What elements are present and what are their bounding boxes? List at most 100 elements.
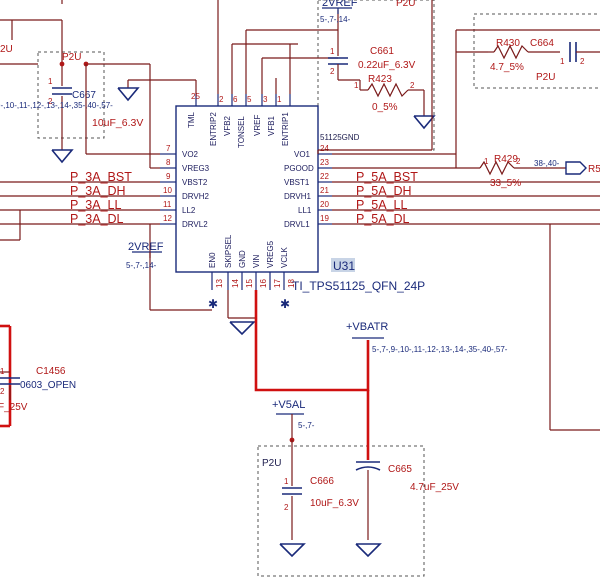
vref-top-label: 2VREF (322, 0, 358, 9)
pin-num-24: 24 (320, 144, 329, 153)
pin-name-vclk: VCLK (280, 246, 289, 268)
net-p3a-dl: P_3A_DL (70, 212, 124, 226)
c666-value: 10uF_6.3V (310, 498, 359, 509)
ic-reference: U31 (333, 259, 355, 273)
p2u-bottom-label: P2U (262, 458, 281, 469)
p2u-top-cut: P2U (396, 0, 415, 9)
pin-num-10: 10 (163, 186, 172, 195)
output-port-arrow (565, 161, 587, 175)
pin-name-ll2: LL2 (182, 206, 196, 215)
r430-value: 4.7_5% (490, 62, 524, 73)
pin-name-vref: VREF (253, 115, 262, 136)
pin-name-drvl2: DRVL2 (182, 220, 208, 229)
pin-num-12: 12 (163, 214, 172, 223)
right-net-wires (332, 153, 600, 431)
vref-mid-label: 2VREF (128, 241, 164, 253)
ic-u31-body (175, 105, 319, 273)
c665-value: 4.7uF_25V (410, 482, 459, 493)
pin-name-vo2: VO2 (182, 150, 199, 159)
c664-box-label: P2U (536, 72, 555, 83)
no-connect-en0: ✱ (208, 297, 218, 311)
c664-pin2: 2 (580, 57, 585, 66)
r423-ref: R423 (368, 74, 392, 85)
right-net-labels: P_5A_BST P_5A_DH P_5A_LL P_5A_DL (356, 170, 418, 226)
pin-num-22: 22 (320, 172, 329, 181)
r429-ref: R429 (494, 154, 518, 165)
ground-ic (227, 290, 256, 336)
bottom-pin-numbers: 13 14 15 16 17 18 (215, 279, 296, 288)
r429-value: 33_5% (490, 178, 521, 189)
power-traces (0, 290, 370, 460)
capacitor-c667: P2U C667 1 2 10uF_6.3V (48, 52, 143, 150)
pin-name-vreg5: VREG5 (266, 240, 275, 268)
pin-num-6: 6 (233, 95, 238, 104)
ground-tml (117, 80, 140, 102)
ic-part-number: TI_TPS51125_QFN_24P (292, 279, 425, 293)
pin-name-vin: VIN (252, 254, 261, 268)
r429-pin2: 1 (484, 157, 489, 166)
c661-value: 0.22uF_6.3V (358, 60, 416, 71)
ic-gnd-label: 51125GND (320, 133, 360, 142)
pin-num-1: 1 (277, 95, 282, 104)
vref-top-symbol: 2VREF 5-,7-,14- P2U (320, 0, 415, 24)
pin-num-3: 3 (263, 95, 268, 104)
pin-num-20: 20 (320, 200, 329, 209)
no-connect-vclk: ✱ (280, 297, 290, 311)
c1456-pin2: 2 (0, 387, 5, 396)
c1456-value2: F_25V (0, 402, 28, 413)
left-page-refs: 9-,10-,11-,12-,13-,14-,35-,40-,57- (0, 101, 113, 110)
pin-num-19: 19 (320, 214, 329, 223)
pin-name-vo1: VO1 (294, 150, 311, 159)
c667-pin2: 2 (48, 97, 53, 106)
r423-value: 0_5% (372, 102, 398, 113)
capacitor-c661: 1 2 C661 0.22uF_6.3V (328, 46, 416, 81)
pin-num-9: 9 (166, 172, 171, 181)
r423-pin2: 1 (354, 81, 359, 90)
output-port-label: R5 (588, 164, 600, 175)
net-p3a-dh: P_3A_DH (70, 184, 126, 198)
left-pin-names: VO2 VREG3 VBST2 DRVH2 LL2 DRVL2 (182, 150, 210, 229)
pin-name-en0: EN0 (208, 252, 217, 268)
pin-num-11: 11 (163, 200, 172, 209)
pin-num-15: 15 (245, 279, 254, 288)
pin-name-skipsel: SKIPSEL (224, 234, 233, 268)
net-p5a-bst: P_5A_BST (356, 170, 418, 184)
pin-name-gnd: GND (238, 250, 247, 268)
pin-name-drvh2: DRVH2 (182, 192, 210, 201)
c664-ref: C664 (530, 38, 554, 49)
bottom-pin-names: EN0 SKIPSEL GND VIN VREG5 VCLK (208, 234, 289, 268)
c666-pin2: 2 (284, 503, 289, 512)
r430-ref: R430 (496, 38, 520, 49)
pin-name-drvh1: DRVH1 (284, 192, 312, 201)
v5al-symbol: +V5AL 5-,7- (272, 399, 315, 443)
vbatr-label: +VBATR (346, 321, 388, 333)
pin-name-ll1: LL1 (298, 206, 312, 215)
c664-pin1: 1 (560, 57, 565, 66)
c667-value: 10uF_6.3V (92, 117, 143, 129)
vref-mid-symbol: 2VREF 5-,7-,14- (126, 241, 164, 270)
pin-name-tonsel: TONSEL (237, 116, 246, 148)
pin-name-vfb1: VFB1 (267, 115, 276, 136)
v5al-pages: 5-,7- (298, 421, 315, 430)
left-net-wires (0, 64, 212, 311)
top-pin-names: TML ENTRIP2 VFB2 TONSEL VREF VFB1 ENTRIP… (187, 111, 290, 148)
resistor-r429: R429 1 2 33_5% 38-,40- R5 (479, 154, 600, 189)
right-pin-stubs (318, 153, 332, 225)
c661-ref: C661 (370, 46, 394, 57)
capacitor-c666: 1 2 C666 10uF_6.3V (279, 440, 359, 558)
c666-pin1: 1 (284, 477, 289, 486)
left-pin-numbers: 7 8 9 10 11 12 (163, 144, 172, 223)
ground-c667 (51, 149, 74, 164)
u31-highlight (331, 258, 355, 272)
vbatr-symbol: +VBATR 5-,7-,9-,10-,11-,12-,13-,14-,35-,… (346, 321, 508, 354)
top-pin-numbers: 25 2 6 5 3 1 (191, 92, 282, 104)
pin-num-17: 17 (273, 279, 282, 288)
c661-pin2: 2 (330, 67, 335, 76)
c661-pin1: 1 (330, 47, 335, 56)
pin-name-entrip2: ENTRIP2 (209, 112, 218, 146)
r429-pages: 38-,40- (534, 159, 560, 168)
pin-num-18: 18 (287, 279, 296, 288)
vref-top-pages: 5-,7-,14- (320, 15, 351, 24)
pin-num-25: 25 (191, 92, 200, 101)
